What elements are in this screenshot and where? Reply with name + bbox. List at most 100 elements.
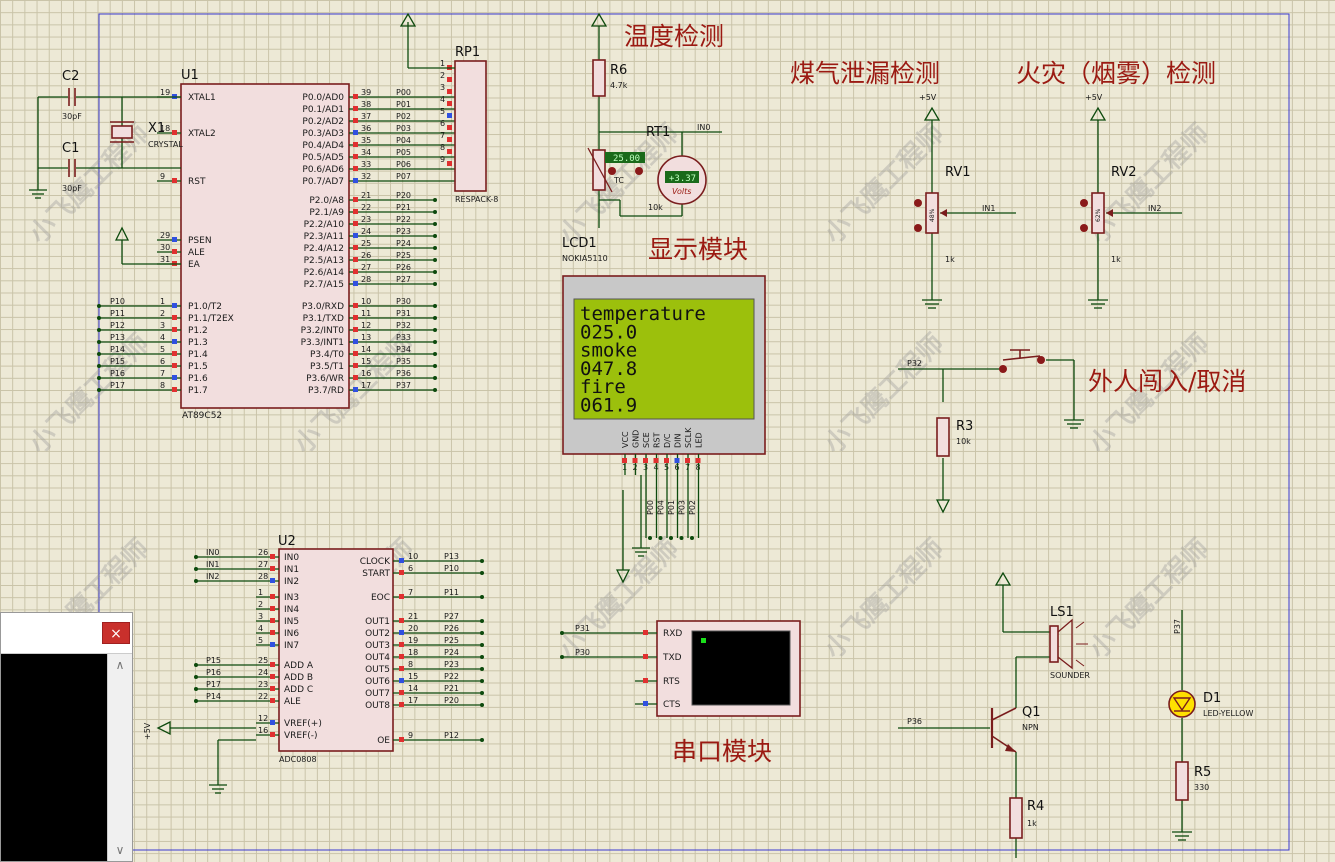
net-label: P10 <box>110 297 125 306</box>
pot-knob-icon[interactable] <box>914 199 922 207</box>
scroll-down-icon[interactable]: ∨ <box>115 843 125 857</box>
u1-pin-number: 15 <box>361 357 371 366</box>
u1-pin-number: 8 <box>160 381 165 390</box>
u2-pin-number: 12 <box>258 714 268 723</box>
u1-pin-name: P3.3/INT1 <box>301 338 344 348</box>
title-temperature: 温度检测 <box>624 22 724 51</box>
voltmeter-reading: +3.37 <box>669 174 696 184</box>
u2-adc[interactable]: U2 ADC0808 26IN0IN027IN1IN128IN2IN21IN32… <box>143 534 484 794</box>
switch-contact-icon[interactable] <box>999 365 1007 373</box>
rv2-body <box>1091 192 1105 234</box>
r3-value: 10k <box>956 437 971 446</box>
u1-pin-name: P0.0/AD0 <box>302 93 344 103</box>
u1-pin-number: 38 <box>361 100 371 109</box>
pot-knob-icon[interactable] <box>914 224 922 232</box>
net-label: P24 <box>396 239 411 248</box>
watermark-text: 小飞鹰工程师 <box>23 118 155 250</box>
ground-icon <box>615 475 650 584</box>
u1-pin-number: 11 <box>361 309 371 318</box>
title-gas-leak: 煤气泄漏检测 <box>790 59 940 88</box>
u2-pin-name: OE <box>377 736 390 746</box>
u2-pin-number: 14 <box>408 684 418 693</box>
net-label: P27 <box>396 275 411 284</box>
scroll-up-icon[interactable]: ∧ <box>115 658 125 672</box>
u1-pin-number: 26 <box>361 251 371 260</box>
net-label: IN0 <box>206 548 219 557</box>
c2-ref: C2 <box>62 69 79 84</box>
u2-pin-number: 3 <box>258 612 263 621</box>
title-serial: 串口模块 <box>672 737 772 766</box>
pot-knob-icon[interactable] <box>1080 199 1088 207</box>
ground-icon <box>29 189 47 199</box>
pot-knob-icon[interactable] <box>1080 224 1088 232</box>
u1-pin-number: 29 <box>160 231 170 240</box>
pot-knob-icon[interactable] <box>608 167 616 175</box>
u2-pin-number: 9 <box>408 731 413 740</box>
r4-body <box>1009 797 1023 839</box>
net-label: P07 <box>396 172 411 181</box>
vcc-arrow-icon <box>399 12 417 27</box>
u2-pin-name: IN7 <box>284 641 299 651</box>
terminal-output[interactable] <box>1 654 109 861</box>
u1-pin-name: XTAL2 <box>188 129 216 139</box>
rp1-pin-number: 8 <box>440 143 445 152</box>
u2-part: ADC0808 <box>279 755 317 764</box>
rt1-tc: TC <box>613 176 624 185</box>
u1-pin-number: 21 <box>361 191 371 200</box>
intrusion-switch-section[interactable]: P32 R3 10k <box>898 349 1084 514</box>
net-label: P24 <box>444 648 459 657</box>
net-label: IN2 <box>206 572 219 581</box>
pot-knob-icon[interactable] <box>635 167 643 175</box>
led-section[interactable]: P37 D1 LED-YELLOW R5 330 <box>1168 610 1253 841</box>
u1-pin-name: EA <box>188 260 201 270</box>
r6-value: 4.7k <box>610 81 628 90</box>
net-label: P22 <box>444 672 459 681</box>
watermark-text: 小飞鹰工程师 <box>23 328 155 460</box>
watermark-text: 小飞鹰工程师 <box>818 533 950 665</box>
terminal-cursor-icon <box>701 638 706 643</box>
u1-pin-name: P3.2/INT0 <box>301 326 345 336</box>
u1-pin-number: 3 <box>160 321 165 330</box>
lcd-module[interactable]: LCD1 NOKIA5110 temperature025.0smoke047.… <box>562 236 766 540</box>
u2-pin-name: OUT8 <box>365 701 390 711</box>
vcc-arrow-icon <box>114 226 130 241</box>
vcc-arrow-icon <box>590 12 608 27</box>
net-label: P01 <box>396 100 411 109</box>
u2-pin-number: 24 <box>258 668 268 677</box>
terminal-pin-name: RTS <box>663 677 680 687</box>
u1-pin-name: P0.6/AD6 <box>302 165 344 175</box>
switch-contact-icon[interactable] <box>1037 356 1045 364</box>
close-button[interactable]: × <box>102 622 130 644</box>
vcc-arrow-icon <box>923 106 941 121</box>
rt1-temp-display <box>605 152 645 163</box>
u2-pin-number: 25 <box>258 656 268 665</box>
terminal-window[interactable]: × ∧ ∨ <box>0 612 133 862</box>
temperature-section[interactable]: R6 4.7k RT1 IN0 25.00 TC 10k +3.37 Volts <box>587 12 722 228</box>
u2-pin-name: CLOCK <box>360 557 391 567</box>
window-titlebar[interactable]: × <box>1 613 132 654</box>
oscillator-section[interactable]: C2 30pF C1 30pF X1 CRYSTAL <box>29 69 183 265</box>
rt1-temp: 25.00 <box>613 154 640 164</box>
u1-mcu[interactable]: U1 AT89C52 19XTAL118XTAL29RST29PSEN30ALE… <box>97 68 455 421</box>
u2-pin-number: 28 <box>258 572 268 581</box>
lcd-line: temperature <box>580 303 706 325</box>
buzzer-section[interactable]: LS1 SOUNDER P36 Q1 NPN R4 1k <box>898 571 1090 858</box>
scrollbar[interactable]: ∧ ∨ <box>107 654 132 861</box>
u1-pin-number: 19 <box>160 88 170 97</box>
p32-net: P32 <box>907 359 922 368</box>
wiper-position: 62% <box>1095 208 1102 222</box>
sounder-icon <box>1049 625 1059 663</box>
u1-pin-name: P1.1/T2EX <box>188 314 234 324</box>
u1-pin-name: P1.6 <box>188 374 208 384</box>
u2-pin-name: OUT1 <box>365 617 390 627</box>
net-label: P20 <box>396 191 411 200</box>
u2-pin-number: 1 <box>258 588 263 597</box>
u1-pin-name: P0.3/AD3 <box>302 129 344 139</box>
net-label: P11 <box>444 588 459 597</box>
